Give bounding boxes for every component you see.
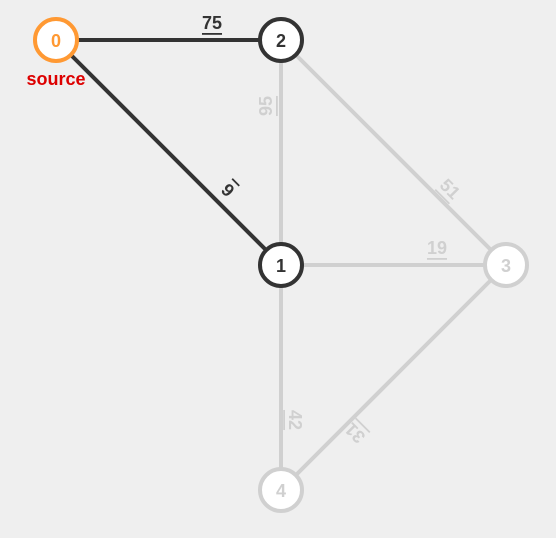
node-3[interactable]: 3 <box>483 242 529 288</box>
node-circle-0 <box>33 17 79 63</box>
node-label-2: 2 <box>276 31 286 51</box>
node-circle-1 <box>258 242 304 288</box>
edges-layer <box>54 38 508 492</box>
source-label: source <box>26 69 85 89</box>
edge-weight-0-2: 75 <box>202 13 222 33</box>
node-label-1: 1 <box>276 256 286 276</box>
node-circle-3 <box>483 242 529 288</box>
node-circle-2 <box>258 17 304 63</box>
node-1[interactable]: 1 <box>258 242 304 288</box>
edge-weight-1-4: 42 <box>285 410 305 430</box>
edge-weight-2-1: 95 <box>256 96 276 116</box>
node-label-3: 3 <box>501 256 511 276</box>
edge-weight-0-1: 6 <box>217 179 238 200</box>
edge-weight-1-3: 19 <box>427 238 447 258</box>
nodes-layer: 0 1 2 3 4 <box>33 17 529 513</box>
node-label-4: 4 <box>276 481 286 501</box>
node-0[interactable]: 0 <box>33 17 79 63</box>
node-2[interactable]: 2 <box>258 17 304 63</box>
node-4[interactable]: 4 <box>258 467 304 513</box>
edge-3-4 <box>279 263 508 492</box>
edge-0-1 <box>54 38 283 267</box>
edge-2-3 <box>279 38 508 267</box>
node-label-0: 0 <box>51 31 61 51</box>
node-circle-4 <box>258 467 304 513</box>
